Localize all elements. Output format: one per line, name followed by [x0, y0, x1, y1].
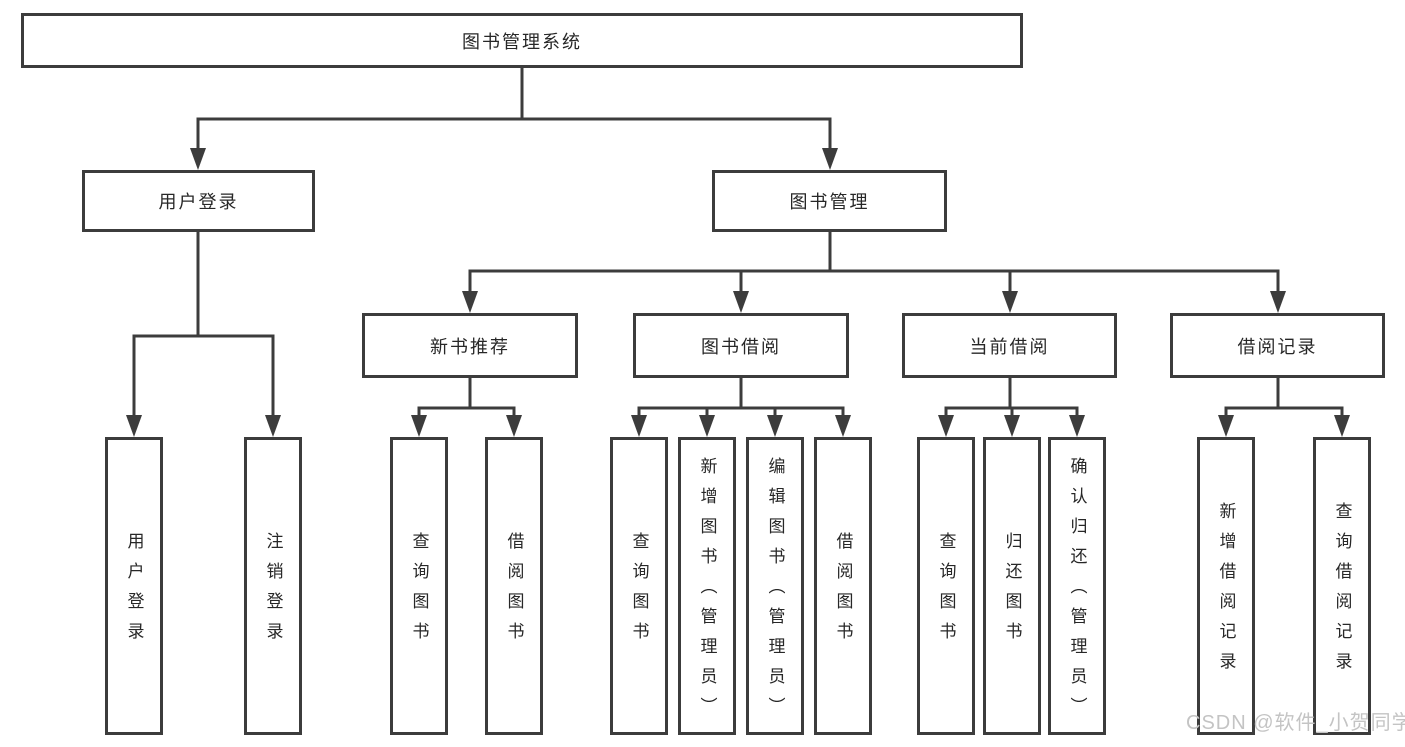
connector-borrowing-records-children [1224, 376, 1344, 421]
connector-root-to-level2 [196, 66, 832, 154]
csdn-watermark: CSDN @软件_小贺同学 [1186, 712, 1405, 734]
connector-book-borrowing-children [637, 376, 845, 421]
node-label: 归还图书 [1002, 532, 1022, 652]
leaf-query-borrow-record: 查询借阅记录 [1313, 437, 1371, 735]
node-label: 新增借阅记录 [1216, 502, 1236, 682]
leaf-add-borrow-record: 新增借阅记录 [1197, 437, 1255, 735]
leaf-query-books-current: 查询图书 [917, 437, 975, 735]
node-label: 注销登录 [263, 532, 283, 652]
leaf-return-books: 归还图书 [983, 437, 1041, 735]
node-label: 用户登录 [158, 192, 239, 212]
arrowheads [126, 148, 1350, 437]
node-label: 新书推荐 [430, 336, 510, 357]
connector-book-management-children [468, 230, 1280, 297]
node-label: 图书借阅 [701, 336, 781, 357]
node-current-borrowing: 当前借阅 [902, 313, 1117, 378]
leaf-query-books-recommend: 查询图书 [390, 437, 448, 735]
leaf-logout: 注销登录 [244, 437, 302, 735]
node-book-management: 图书管理 [712, 170, 947, 232]
node-user-login: 用户登录 [82, 170, 315, 232]
node-label: 新增图书（管理员） [697, 457, 717, 727]
node-label: 图书管理 [789, 192, 870, 212]
node-label: 图书管理系统 [462, 31, 582, 52]
leaf-user-login: 用户登录 [105, 437, 163, 735]
node-label: 确认归还（管理员） [1067, 457, 1087, 727]
node-label: 查询图书 [629, 532, 649, 652]
connector-user-login-children [132, 230, 275, 421]
node-label: 查询借阅记录 [1332, 502, 1352, 682]
leaf-query-books-borrowing: 查询图书 [610, 437, 668, 735]
node-label: 编辑图书（管理员） [765, 457, 785, 727]
leaf-edit-books-admin: 编辑图书（管理员） [746, 437, 804, 735]
node-label: 借阅图书 [504, 532, 524, 652]
leaf-confirm-return-admin: 确认归还（管理员） [1048, 437, 1106, 735]
leaf-borrow-books-recommend: 借阅图书 [485, 437, 543, 735]
connector-current-borrowing-children [944, 376, 1079, 421]
node-book-borrowing: 图书借阅 [633, 313, 849, 378]
node-new-book-recommendation: 新书推荐 [362, 313, 578, 378]
node-label: 当前借阅 [969, 336, 1050, 357]
node-label: 查询图书 [409, 532, 429, 652]
leaf-borrow-books-borrowing: 借阅图书 [814, 437, 872, 735]
node-label: 借阅图书 [833, 532, 853, 652]
node-borrowing-records: 借阅记录 [1170, 313, 1385, 378]
node-label: 借阅记录 [1237, 336, 1318, 357]
connector-new-book-children [417, 376, 516, 421]
node-label: 查询图书 [936, 532, 956, 652]
node-book-management-system: 图书管理系统 [21, 13, 1023, 68]
node-label: 用户登录 [124, 532, 144, 652]
leaf-add-books-admin: 新增图书（管理员） [678, 437, 736, 735]
